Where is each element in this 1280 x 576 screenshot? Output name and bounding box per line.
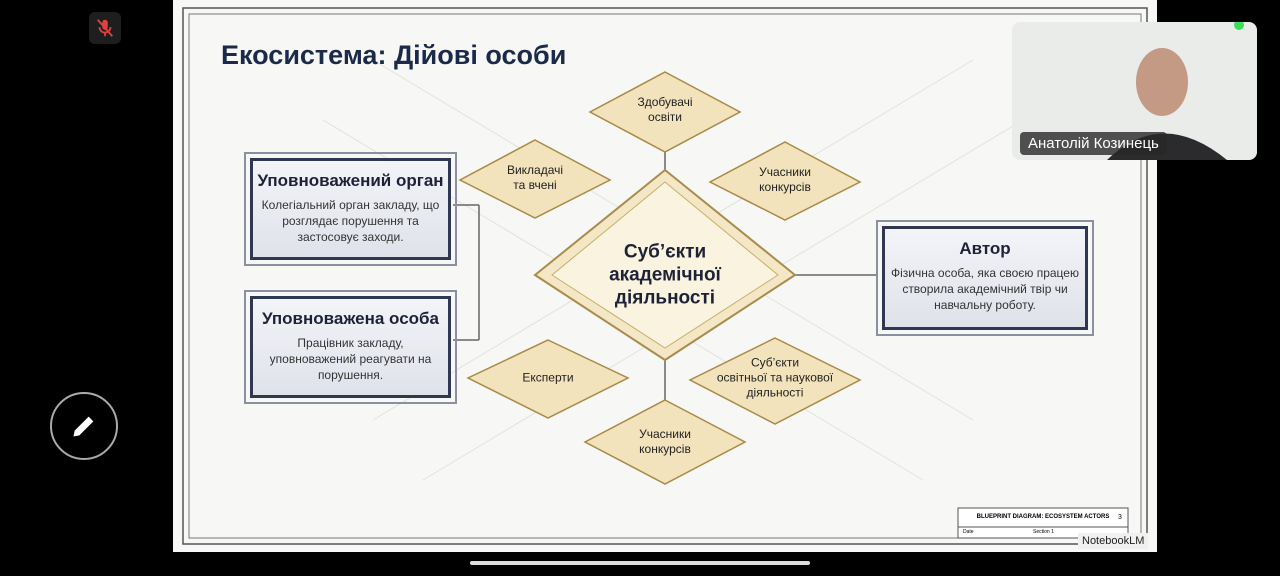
active-indicator — [1234, 22, 1244, 30]
participant-video[interactable]: Анатолій Козинець — [1012, 22, 1257, 160]
home-indicator[interactable] — [470, 561, 810, 565]
mic-off-icon — [96, 19, 114, 37]
date-label: Date — [963, 529, 974, 535]
blueprint-diagram — [182, 7, 1148, 545]
mic-off-button[interactable] — [89, 12, 121, 44]
section-label: Section 1 — [1033, 529, 1054, 535]
title-block: BLUEPRINT DIAGRAM: ECOSYSTEM ACTORS — [976, 514, 1110, 520]
pencil-icon — [73, 416, 94, 437]
diamond-experts: Експерти — [522, 370, 574, 385]
annotate-button[interactable] — [50, 392, 118, 460]
sheet-number: 3 — [1118, 514, 1122, 521]
notebooklm-watermark: NotebookLM — [1078, 533, 1149, 549]
slide-title: Екосистема: Дійові особи — [221, 40, 567, 70]
participant-name: Анатолій Козинець — [1020, 132, 1167, 155]
